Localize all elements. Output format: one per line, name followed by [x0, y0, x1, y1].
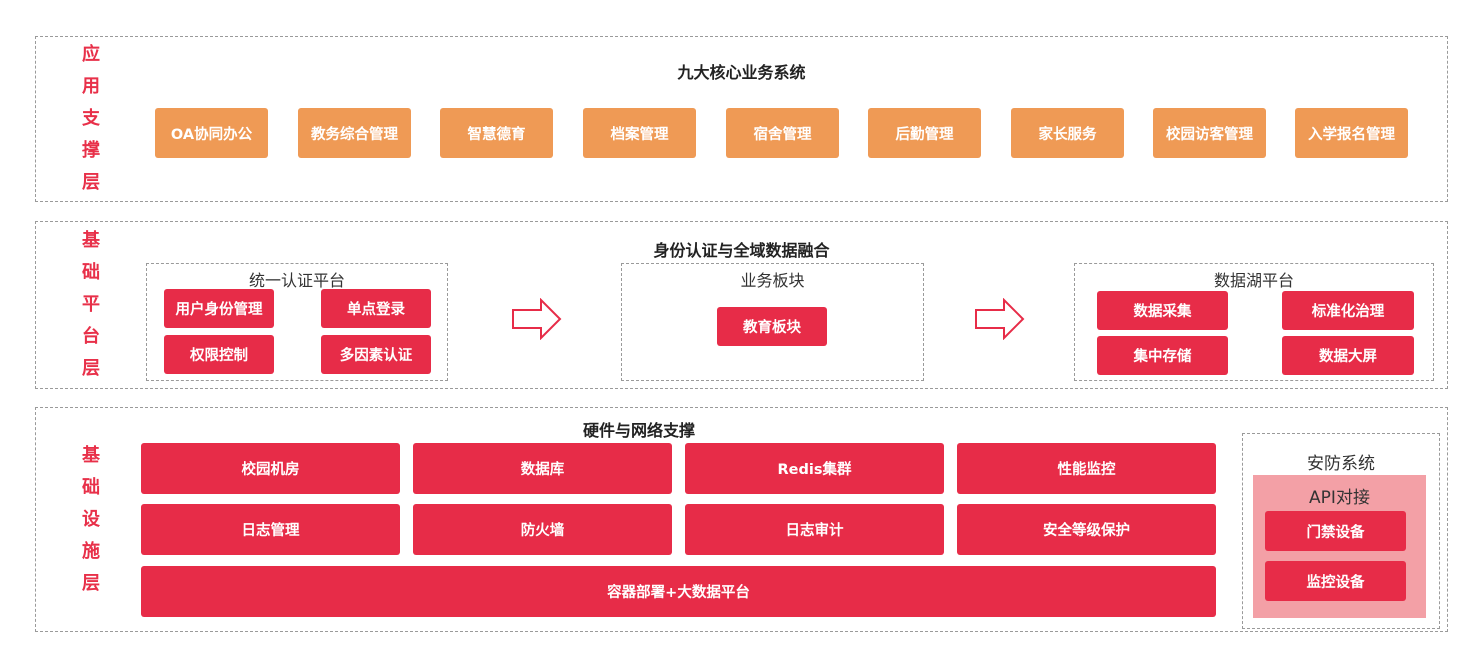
- infra-item-security-protection[interactable]: 安全等级保护: [957, 504, 1216, 555]
- infra-item-performance-monitor[interactable]: 性能监控: [957, 443, 1216, 494]
- auth-item-permission[interactable]: 权限控制: [164, 335, 274, 374]
- security-item-access-control[interactable]: 门禁设备: [1265, 511, 1406, 551]
- app-item-oa[interactable]: OA协同办公: [155, 108, 268, 158]
- infrastructure-layer: 基 础 设 施 层 硬件与网络支撑 校园机房 数据库 Redis集群 性能监控 …: [35, 407, 1448, 632]
- datalake-item-collection[interactable]: 数据采集: [1097, 291, 1228, 330]
- app-item-logistics[interactable]: 后勤管理: [868, 108, 981, 158]
- auth-item-mfa[interactable]: 多因素认证: [321, 335, 431, 374]
- datalake-title: 数据湖平台: [1213, 271, 1294, 290]
- platform-layer-title: 身份认证与全域数据融合: [653, 241, 830, 260]
- auth-item-sso[interactable]: 单点登录: [321, 289, 431, 328]
- application-layer-label: 应 用 支 撑 层: [82, 44, 100, 193]
- business-item-education[interactable]: 教育板块: [717, 307, 827, 346]
- infra-item-log-audit[interactable]: 日志审计: [685, 504, 944, 555]
- platform-layer-label: 基 础 平 台 层: [82, 230, 100, 379]
- api-panel-title: API对接: [1309, 488, 1370, 508]
- infra-item-log-management[interactable]: 日志管理: [141, 504, 400, 555]
- datalake-item-governance[interactable]: 标准化治理: [1282, 291, 1414, 330]
- infra-item-redis-cluster[interactable]: Redis集群: [685, 443, 944, 494]
- app-item-dormitory[interactable]: 宿舍管理: [726, 108, 839, 158]
- security-item-surveillance[interactable]: 监控设备: [1265, 561, 1406, 601]
- arrow-right-icon: [512, 298, 562, 340]
- business-block-title: 业务板块: [740, 271, 805, 290]
- api-panel: API对接 门禁设备 监控设备: [1253, 475, 1426, 618]
- app-item-parent-service[interactable]: 家长服务: [1011, 108, 1124, 158]
- app-item-moral-education[interactable]: 智慧德育: [440, 108, 553, 158]
- security-system-title: 安防系统: [1307, 454, 1375, 474]
- auth-platform-title: 统一认证平台: [248, 271, 345, 290]
- auth-platform-group: 统一认证平台: [146, 263, 448, 381]
- application-layer-title: 九大核心业务系统: [677, 63, 806, 82]
- app-item-visitor[interactable]: 校园访客管理: [1153, 108, 1266, 158]
- app-item-academic[interactable]: 教务综合管理: [298, 108, 411, 158]
- arrow-right-icon: [975, 298, 1025, 340]
- datalake-item-dashboard[interactable]: 数据大屏: [1282, 336, 1414, 375]
- business-block-group: 业务板块: [621, 263, 924, 381]
- security-system-group: 安防系统 API对接 门禁设备 监控设备: [1242, 433, 1440, 629]
- auth-item-user-identity[interactable]: 用户身份管理: [164, 289, 274, 328]
- infra-item-firewall[interactable]: 防火墙: [413, 504, 672, 555]
- datalake-item-storage[interactable]: 集中存储: [1097, 336, 1228, 375]
- app-item-enrollment[interactable]: 入学报名管理: [1295, 108, 1408, 158]
- infra-item-database[interactable]: 数据库: [413, 443, 672, 494]
- datalake-group: 数据湖平台: [1074, 263, 1434, 381]
- app-item-archives[interactable]: 档案管理: [583, 108, 696, 158]
- infrastructure-layer-label: 基 础 设 施 层: [82, 444, 100, 594]
- infra-item-container-bigdata[interactable]: 容器部署+大数据平台: [141, 566, 1216, 617]
- infrastructure-layer-title: 硬件与网络支撑: [582, 421, 695, 440]
- platform-layer: 基 础 平 台 层 身份认证与全域数据融合 统一认证平台 用户身份管理 单点登录…: [35, 221, 1448, 389]
- application-layer: 应 用 支 撑 层 九大核心业务系统 OA协同办公 教务综合管理 智慧德育 档案…: [35, 36, 1448, 202]
- infra-item-machine-room[interactable]: 校园机房: [141, 443, 400, 494]
